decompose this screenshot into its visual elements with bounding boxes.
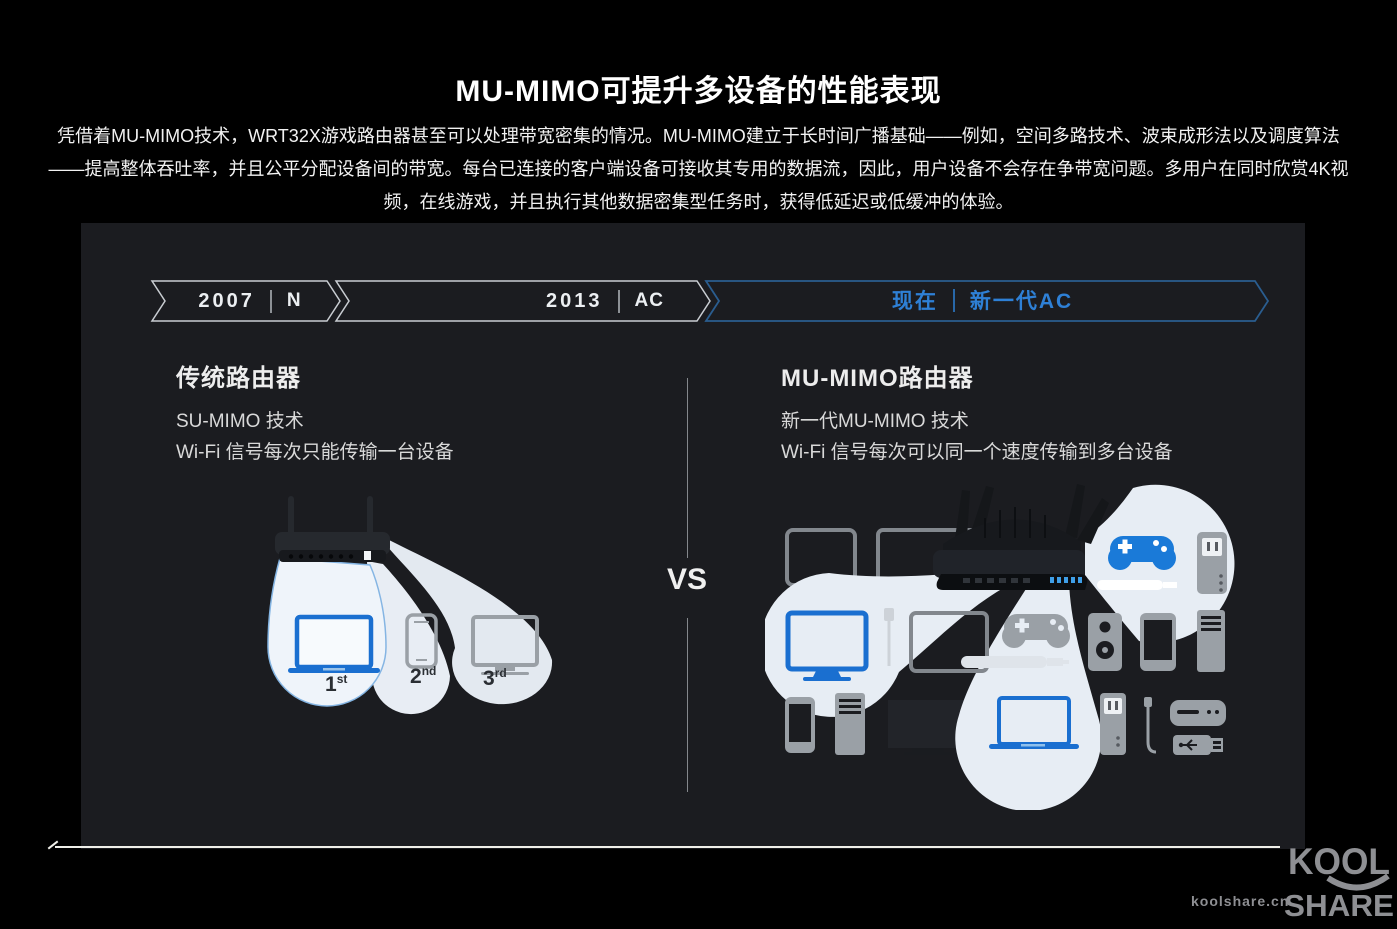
order-label-3rd: 3rd xyxy=(483,666,507,691)
timeline-standard: N xyxy=(286,290,302,311)
order-number: 1 xyxy=(325,673,337,696)
right-column-subtitle: 新一代MU-MIMO 技术 xyxy=(781,411,969,432)
order-suffix: st xyxy=(336,672,348,686)
intro-line-3: 频，在线游戏，并且执行其他数据密集型任务时，获得低延迟或低缓冲的体验。 xyxy=(383,192,1014,212)
wall-outlet-adapter-icon xyxy=(1197,532,1227,594)
logo-smile xyxy=(1326,873,1390,891)
site-url: koolshare.cn xyxy=(1191,893,1290,909)
koolshare-logo: KOOL SHARE xyxy=(1284,841,1394,923)
order-number: 3 xyxy=(483,667,495,690)
order-number: 2 xyxy=(410,665,422,688)
router-led xyxy=(364,551,371,560)
timeline-label-divider xyxy=(617,289,620,313)
left-column-title: 传统路由器 xyxy=(176,365,301,392)
left-column-subtitle: SU-MIMO 技术 xyxy=(176,411,304,432)
intro-line-1: 凭借着MU-MIMO技术，WRT32X游戏路由器甚至可以处理带宽密集的情况。MU… xyxy=(57,126,1340,146)
router-led xyxy=(1078,577,1082,583)
usb-cable-icon xyxy=(1144,697,1157,754)
hdmi-cable-icon-white xyxy=(1097,580,1177,590)
timeline-year: 现在 xyxy=(891,290,938,313)
router-led xyxy=(1050,577,1054,583)
right-column-title: MU-MIMO路由器 xyxy=(781,365,974,392)
order-label-2nd: 2nd xyxy=(410,664,436,689)
timeline-standard: 新一代AC xyxy=(969,290,1074,313)
su-mimo-illustration xyxy=(267,496,553,715)
laptop-icon xyxy=(288,614,380,673)
left-column-header: 传统路由器 SU-MIMO 技术 Wi-Fi 信号每次只能传输一台设备 xyxy=(176,358,454,468)
timeline-label-divider xyxy=(269,289,272,313)
desktop-tower-icon xyxy=(835,693,865,755)
right-column-description: Wi-Fi 信号每次可以同一个速度传输到多台设备 xyxy=(781,442,1173,463)
bottom-divider-tick xyxy=(47,840,59,850)
tv-icon xyxy=(888,700,968,755)
center-divider-top xyxy=(687,378,688,558)
timeline-label-2007: 2007 N xyxy=(175,278,325,324)
game-controller-icon-highlighted xyxy=(1108,536,1176,570)
powerline-adapter-icon xyxy=(1100,693,1126,755)
page-title: MU-MIMO可提升多设备的性能表现 xyxy=(455,75,942,108)
game-controller-icon xyxy=(1002,614,1070,648)
desktop-tower-icon xyxy=(1197,610,1225,672)
timeline-label-divider xyxy=(952,288,955,312)
timeline-segment-2007 xyxy=(150,280,341,322)
smartphone-icon xyxy=(1140,613,1176,671)
timeline xyxy=(150,280,1270,322)
speaker-icon xyxy=(1088,613,1122,671)
order-label-1st: 1st xyxy=(325,672,347,697)
center-divider-bottom xyxy=(687,618,688,792)
router-led xyxy=(1057,577,1061,583)
tv-icon xyxy=(471,615,539,675)
intro-paragraph: 凭借着MU-MIMO技术，WRT32X游戏路由器甚至可以处理带宽密集的情况。MU… xyxy=(0,120,1397,219)
router-led xyxy=(1071,577,1075,583)
timeline-segment-now xyxy=(704,280,1270,322)
timeline-label-now: 现在 新一代AC xyxy=(875,277,1090,323)
bottom-divider-line xyxy=(55,846,1280,848)
timeline-standard: AC xyxy=(634,290,664,311)
timeline-label-2013: 2013 AC xyxy=(525,278,685,324)
order-suffix: rd xyxy=(494,666,507,680)
laptop-icon-highlighted xyxy=(989,696,1079,749)
hdmi-cable-icon xyxy=(961,656,1069,668)
logo-word-top: KOOL xyxy=(1288,841,1390,882)
timeline-year: 2007 xyxy=(198,289,255,312)
order-suffix: nd xyxy=(421,664,437,678)
smartphone-icon xyxy=(785,697,815,753)
mu-mimo-illustration xyxy=(765,484,1235,810)
timeline-segment-2013 xyxy=(334,280,711,322)
intro-line-2: ——提高整体吞吐率，并且公平分配设备间的带宽。每台已连接的客户端设备可接收其专用… xyxy=(48,159,1349,179)
right-column-header: MU-MIMO路由器 新一代MU-MIMO 技术 Wi-Fi 信号每次可以同一个… xyxy=(781,358,1173,468)
vs-label: VS xyxy=(666,563,708,596)
monitor-icon xyxy=(909,611,989,673)
power-cable-icon xyxy=(884,608,894,666)
traditional-router-icon xyxy=(275,496,390,562)
logo-word-bottom: SHARE xyxy=(1284,888,1394,923)
timeline-year: 2013 xyxy=(546,289,603,312)
modem-icon xyxy=(1170,700,1226,726)
monitor-icon-highlighted xyxy=(785,610,869,681)
gaming-router-icon xyxy=(933,484,1109,590)
usb-stick-icon xyxy=(1173,735,1223,755)
left-column-description: Wi-Fi 信号每次只能传输一台设备 xyxy=(176,442,454,463)
router-led xyxy=(1064,577,1068,583)
smartphone-icon xyxy=(405,613,438,669)
